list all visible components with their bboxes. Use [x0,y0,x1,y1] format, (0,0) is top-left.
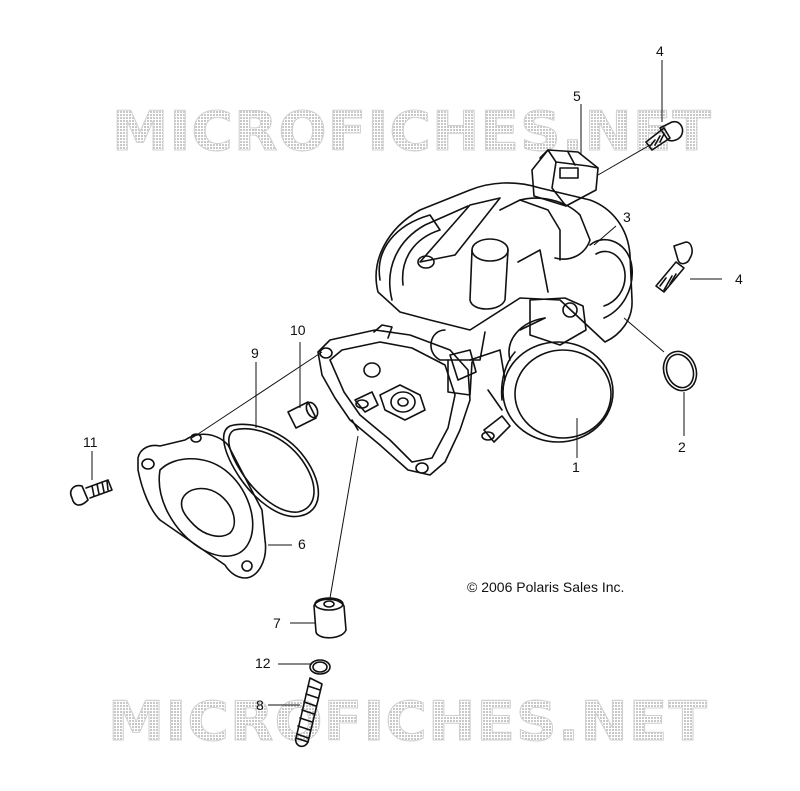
cover-housing [317,324,477,476]
callout-3: 3 [623,209,631,225]
copyright-notice: © 2006 Polaris Sales Inc. [467,579,624,595]
callout-1: 1 [572,459,580,475]
screw-part-11 [69,479,113,506]
seal-ring-part-9 [222,423,320,518]
callout-7: 7 [273,615,281,631]
o-ring-part-12 [309,659,331,675]
callout-11: 11 [83,434,98,450]
callout-12: 12 [255,655,271,671]
callout-4-top: 4 [656,43,664,59]
callout-9: 9 [251,345,259,361]
callout-2: 2 [678,439,686,455]
nut-part-7 [313,597,347,639]
cover-plate-part-6 [137,433,267,579]
o-ring-part-2 [662,350,698,392]
callout-4-right: 4 [735,271,743,287]
watermark-bottom: MICROFICHES.NET [108,690,708,753]
watermark-top: MICROFICHES.NET [112,100,712,163]
screw-part-4-right [655,241,693,293]
screw-part-8 [294,677,323,748]
callout-5: 5 [573,88,581,104]
callout-10: 10 [290,322,306,338]
leader-lines [91,60,722,706]
callout-8: 8 [256,697,264,713]
screw-part-4-top [645,120,684,151]
callout-labels: 1 2 3 4 4 5 6 7 8 9 10 11 12 [83,43,743,713]
callout-6: 6 [298,536,306,552]
pin-part-10 [287,401,319,429]
